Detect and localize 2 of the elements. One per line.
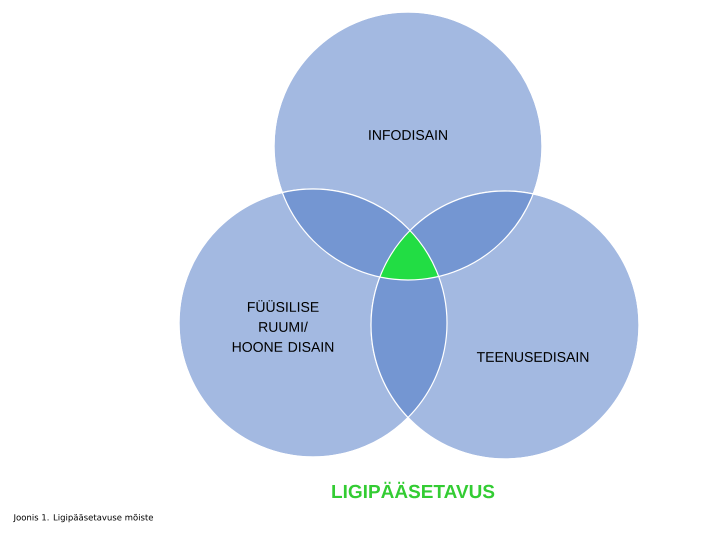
caption: Joonis 1. Ligipääsetavuse mõiste xyxy=(13,514,154,522)
title-label: LIGIPÄÄSETAVUS xyxy=(332,482,494,498)
